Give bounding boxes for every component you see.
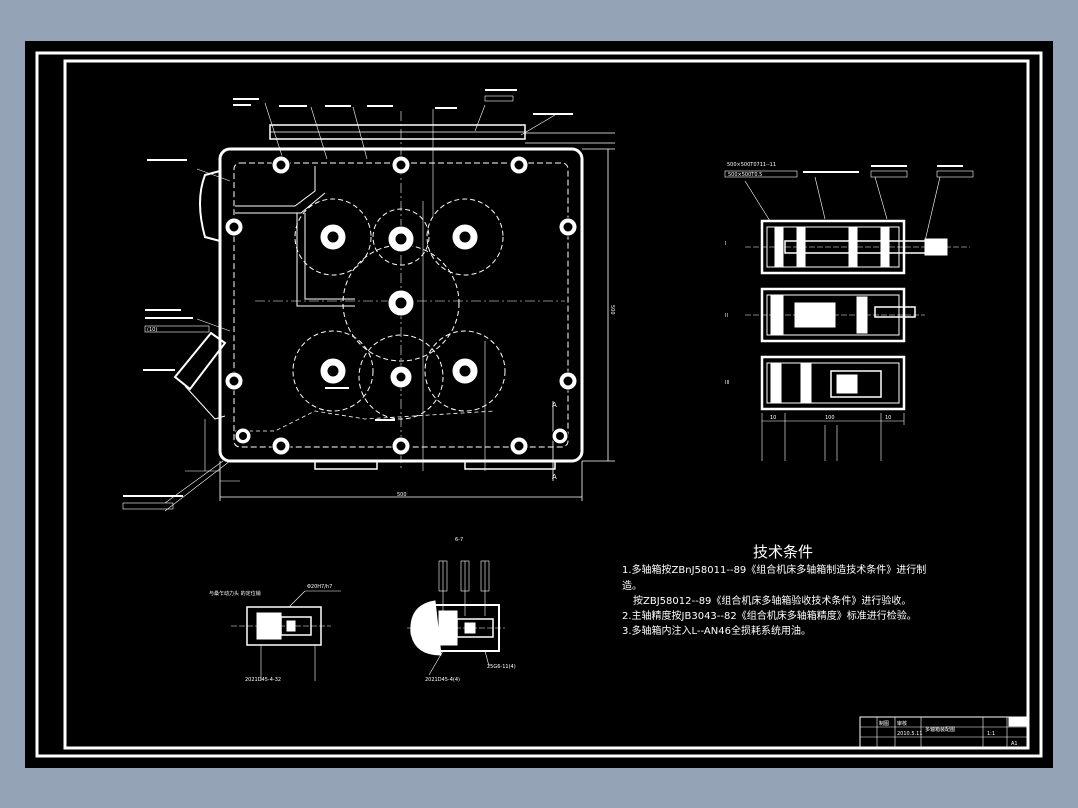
titleblock-c2: 审核 [897,720,907,727]
detail-view-mid: 6-7 25G6-11(4) 2021D45-4(4) [407,537,516,683]
tech-conditions: 技术条件 1.多轴箱按ZBnJ58011--89《组合机床多轴箱制造技术条件》进… [622,543,926,637]
section-a-bottom: A [552,473,557,481]
callout-locate: 与桑乍动力头 的定位销 [209,590,261,597]
callout-right-1: 2021D45-4(4) [425,677,460,683]
tech-line-1b: 造。 [622,579,642,592]
outer-border [35,51,1043,758]
titleblock-c1: 制图 [879,720,889,727]
titleblock-c4: 1:1 [987,731,995,737]
bolt-holes [224,155,578,456]
roman-label-2: II [725,313,728,319]
main-gearbox-view [164,102,615,512]
title-block: 多轴箱装配图 制图 审核 2010.5.11 1:1 A1 [859,716,1029,749]
inner-border [63,59,1030,750]
roman-label-1: I [725,241,726,247]
callout-left-1: 2021D45-4-32 [245,677,281,683]
tech-line-2: 2.主轴精度按JB3043--82《组合机床多轴箱精度》标准进行检验。 [622,609,917,622]
callout-right-2: 25G6-11(4) [487,664,516,670]
pt-note: (10) [147,327,157,333]
callout-marks [122,89,573,510]
titleblock-c5: A1 [1011,741,1018,747]
bottom-dim-3: 10 [885,415,891,421]
callout-fit: Φ20H7/h7 [307,584,332,590]
dim-height-label: 500 [609,305,615,315]
side-top-dims: 500×500T0711--11 [727,162,776,168]
cad-drawing-viewport[interactable]: 500 500 A A (10) 500×500T0711--11 500×50… [25,41,1053,768]
tech-title: 技术条件 [753,543,813,561]
bottom-dim-1: 10 [770,415,776,421]
drawing-sheet: 500 500 A A (10) 500×500T0711--11 500×50… [35,51,1043,758]
titleblock-c3: 2010.5.11 [897,731,922,737]
tech-line-1c: 按ZBJ58012--89《组合机床多轴箱验收技术条件》进行验收。 [633,594,911,607]
titleblock-name: 多轴箱装配图 [925,726,955,733]
detail-label: 6-7 [455,537,463,543]
section-a-top: A [552,401,557,409]
dim-width-label: 500 [397,492,407,498]
bottom-dim-2: 100 [825,415,835,421]
tech-line-1a: 1.多轴箱按ZBnJ58011--89《组合机床多轴箱制造技术条件》进行制 [622,563,926,576]
tech-line-3: 3.多轴箱内注入L--AN46全损耗系统用油。 [622,624,811,637]
detail-view-left: 与桑乍动力头 的定位销 Φ20H7/h7 2021D45-4-32 [209,584,341,683]
side-views: 500×500T0711--11 500×500T0.5 [724,162,974,461]
side-sub-dims: 500×500T0.5 [728,172,762,178]
roman-label-3: III [725,380,729,386]
